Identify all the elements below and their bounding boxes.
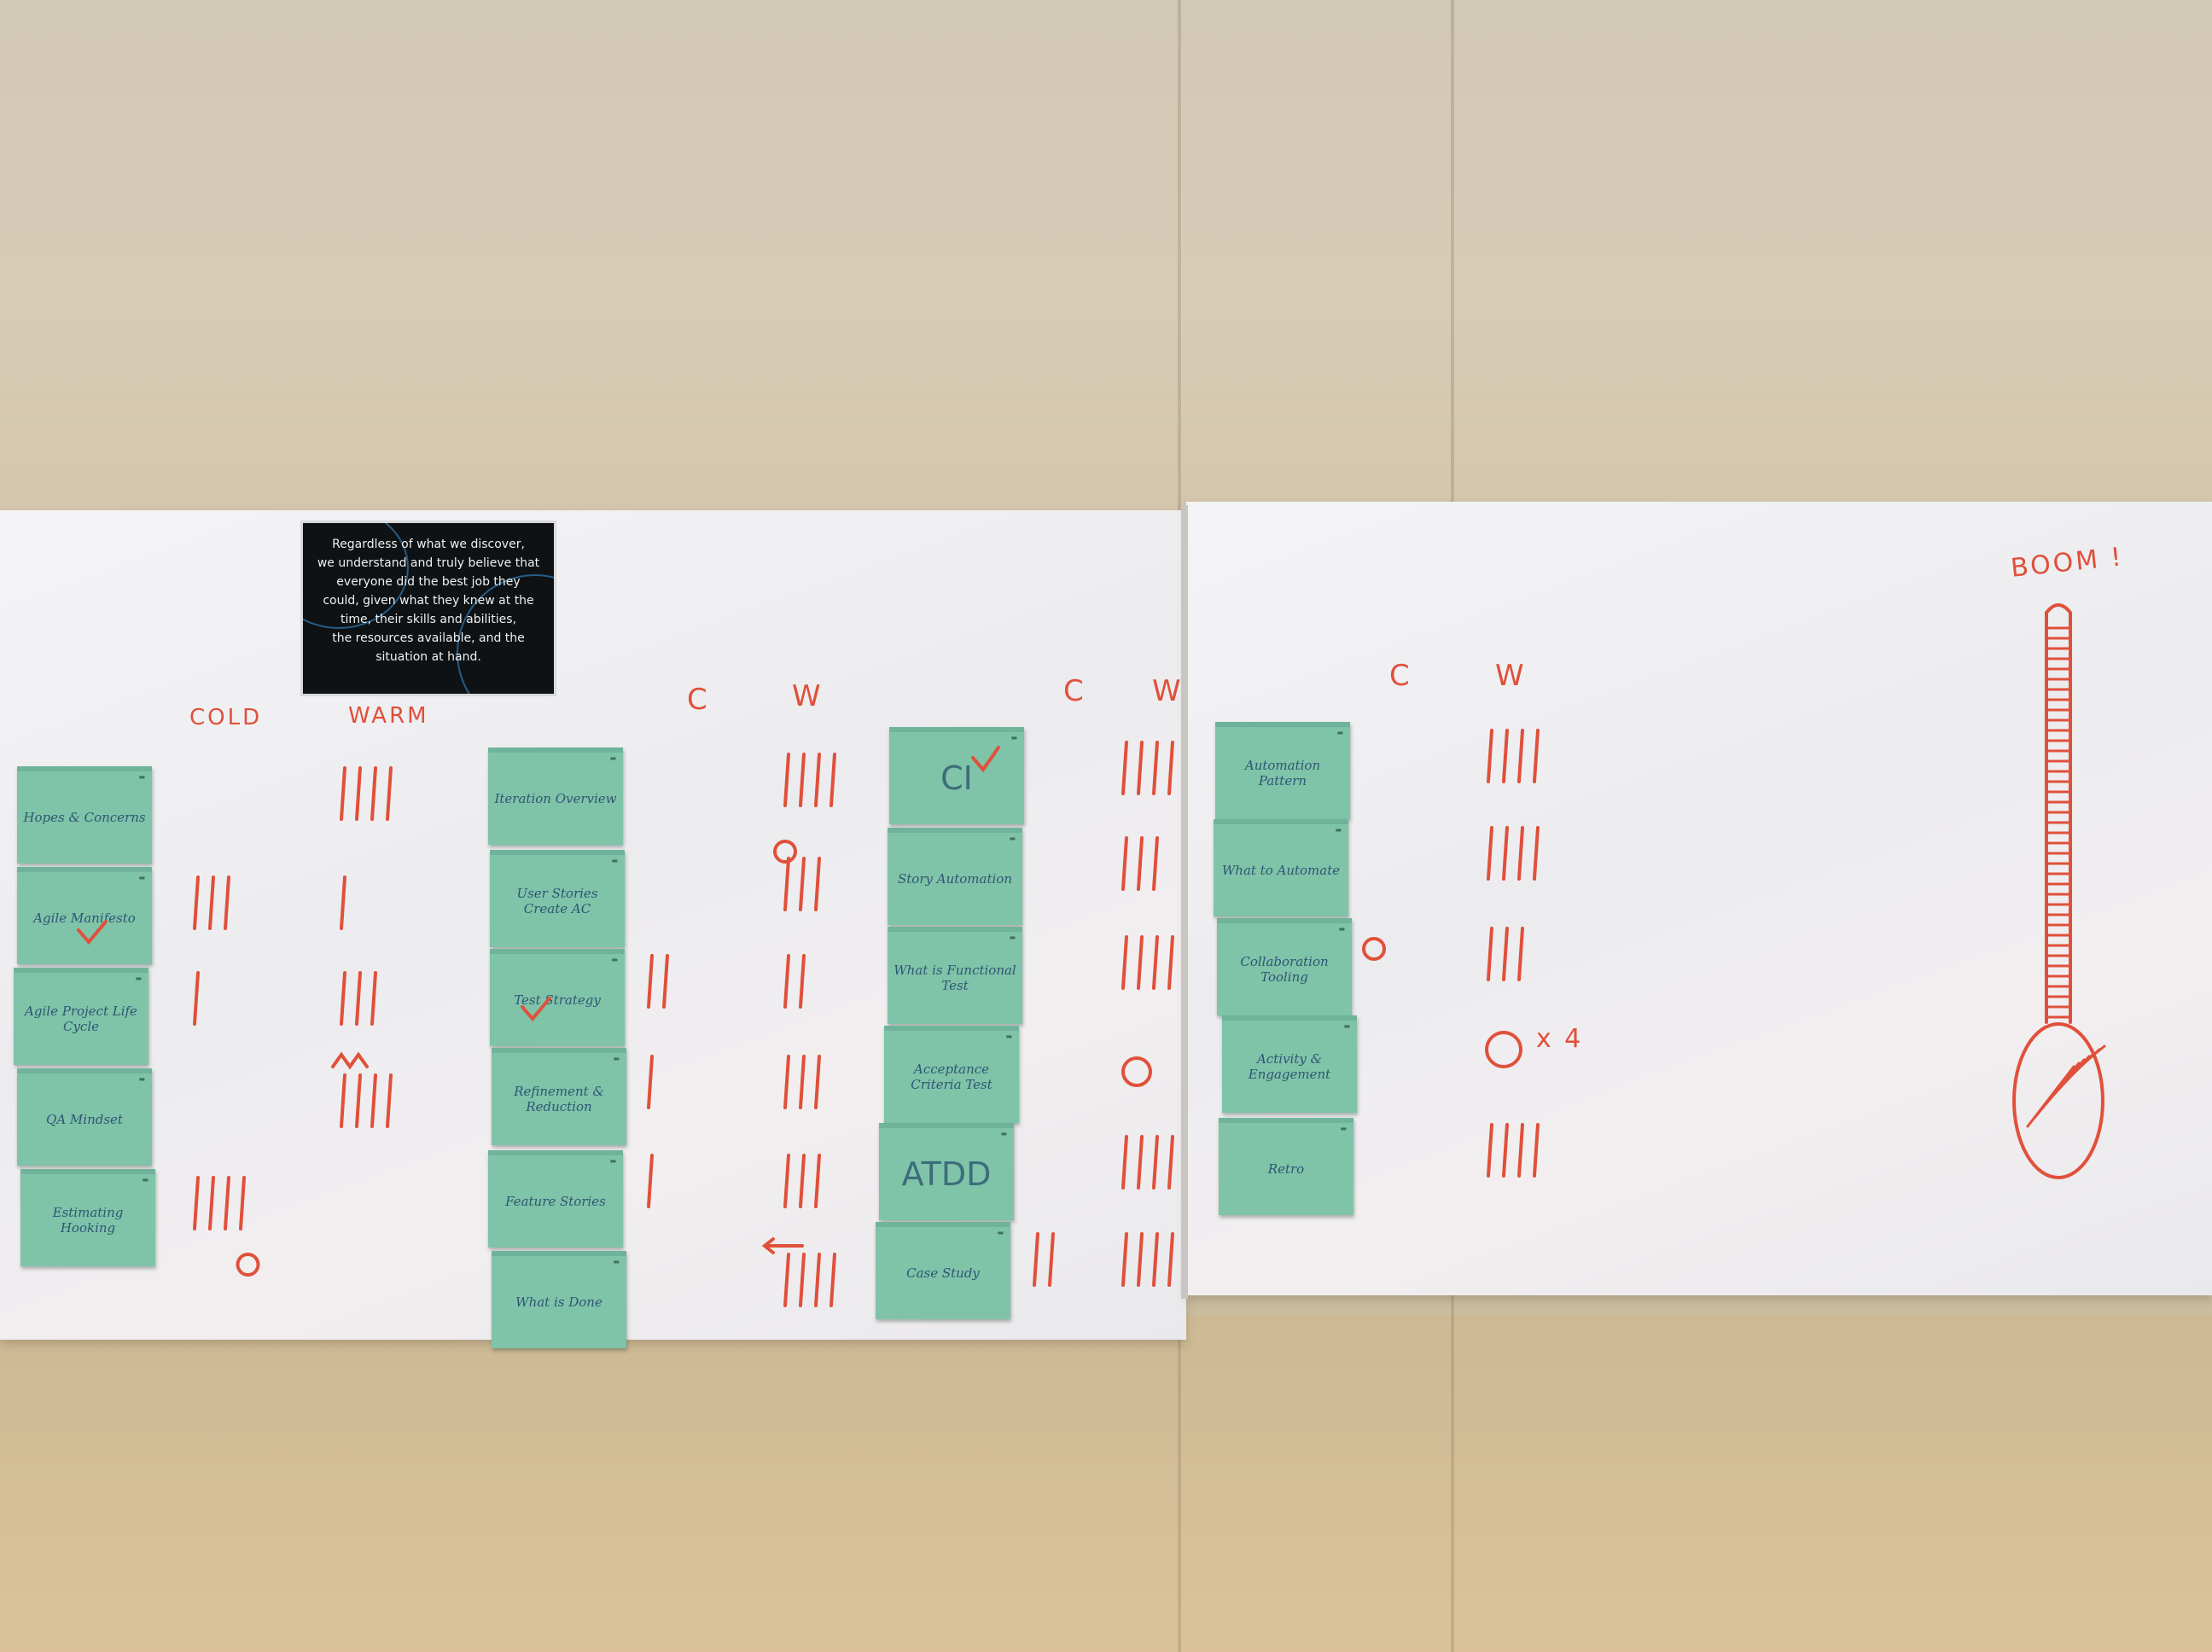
header-cold: C (1389, 659, 1412, 693)
card-label: User Stories Create AC (516, 886, 598, 916)
card-label: What is Functional Test (894, 963, 1016, 993)
sticky-card: ▬ ATDD (879, 1123, 1014, 1220)
sticky-card: ▬ Test Strategy (490, 949, 625, 1046)
card-brand-mark: ▬ (138, 773, 145, 781)
sticky-card: ▬ Agile Project Life Cycle (14, 968, 148, 1065)
card-label: Iteration Overview (494, 791, 617, 806)
card-brand-mark: ▬ (611, 956, 618, 963)
card-brand-mark: ▬ (1010, 734, 1017, 742)
sticky-card: ▬ User Stories Create AC (490, 850, 625, 947)
card-brand-mark: ▬ (138, 874, 145, 881)
card-brand-mark: ▬ (1335, 826, 1342, 834)
card-label: What is Done (515, 1294, 602, 1310)
card-label: Feature Stories (505, 1194, 606, 1209)
card-label: Automation Pattern (1244, 758, 1321, 788)
sticky-card: ▬ Case Study (876, 1222, 1010, 1319)
poster-line: we understand and truly believe that (317, 556, 540, 570)
poster-line: time, their skills and abilities, (340, 613, 517, 626)
card-label: Activity & Engagement (1248, 1051, 1331, 1082)
sticky-card: ▬ Collaboration Tooling (1217, 918, 1352, 1015)
card-brand-mark: ▬ (1336, 729, 1343, 736)
header-warm: WARM (348, 703, 429, 729)
wall-upper (0, 0, 2212, 521)
sticky-card: ▬ Iteration Overview (488, 747, 623, 845)
header-warm: W (792, 679, 824, 713)
sticky-card: ▬ QA Mindset (17, 1068, 152, 1166)
card-brand-mark: ▬ (611, 857, 618, 864)
times-four-note: x 4 (1536, 1024, 1584, 1054)
card-brand-mark: ▬ (1005, 1032, 1012, 1040)
card-brand-mark: ▬ (1000, 1130, 1007, 1137)
card-label: Agile Manifesto (33, 910, 136, 926)
card-brand-mark: ▬ (135, 974, 142, 982)
sticky-card: ▬ CI (889, 727, 1024, 824)
card-brand-mark: ▬ (1338, 925, 1345, 933)
wall-lower (0, 1314, 2212, 1652)
sticky-card: ▬ What to Automate (1214, 819, 1348, 916)
whiteboard-gap (1181, 505, 1188, 1299)
card-label: Agile Project Life Cycle (25, 1003, 137, 1034)
card-label: Case Study (906, 1265, 980, 1281)
card-label: Acceptance Criteria Test (911, 1062, 992, 1092)
sticky-card: ▬ Estimating Hooking (20, 1169, 155, 1266)
card-label: Estimating Hooking (52, 1205, 124, 1236)
header-cold: COLD (189, 705, 263, 730)
card-label: Hopes & Concerns (23, 810, 146, 825)
card-label: Story Automation (898, 871, 1012, 887)
card-label: CI (940, 759, 973, 797)
card-label: QA Mindset (46, 1112, 123, 1127)
card-label: Collaboration Tooling (1240, 954, 1329, 985)
card-brand-mark: ▬ (609, 754, 616, 762)
retrospective-prime-directive-poster: Regardless of what we discover, we under… (300, 521, 556, 696)
header-cold: C (687, 683, 710, 717)
sticky-card: ▬ Hopes & Concerns (17, 766, 152, 864)
sticky-card: ▬ Retro (1219, 1118, 1353, 1215)
card-label: Test Strategy (514, 992, 601, 1008)
card-brand-mark: ▬ (609, 1157, 616, 1165)
sticky-card: ▬ Agile Manifesto (17, 867, 152, 964)
card-label: What to Automate (1221, 863, 1341, 878)
sticky-card: ▬ Feature Stories (488, 1150, 623, 1248)
card-brand-mark: ▬ (1343, 1022, 1350, 1030)
header-cold: C (1063, 674, 1086, 708)
card-brand-mark: ▬ (613, 1055, 620, 1062)
card-brand-mark: ▬ (142, 1176, 148, 1184)
card-brand-mark: ▬ (138, 1075, 145, 1083)
header-warm: W (1495, 659, 1527, 693)
card-brand-mark: ▬ (1009, 934, 1016, 941)
poster-line: situation at hand. (375, 650, 481, 664)
sticky-card: ▬ Activity & Engagement (1222, 1015, 1357, 1113)
poster-line: Regardless of what we discover, (332, 538, 525, 551)
card-brand-mark: ▬ (997, 1229, 1004, 1236)
header-warm: W (1152, 674, 1184, 708)
card-brand-mark: ▬ (613, 1258, 620, 1265)
sticky-card: ▬ Story Automation (888, 828, 1022, 925)
sticky-card: ▬ Refinement & Reduction (492, 1048, 626, 1145)
card-label: ATDD (901, 1155, 992, 1193)
sticky-card: ▬ Automation Pattern (1215, 722, 1350, 819)
poster-line: everyone did the best job they (336, 575, 521, 589)
card-brand-mark: ▬ (1009, 835, 1016, 842)
card-brand-mark: ▬ (1340, 1125, 1347, 1132)
poster-line: the resources available, and the (332, 631, 525, 645)
sticky-card: ▬ What is Done (492, 1251, 626, 1348)
poster-line: could, given what they knew at the (323, 594, 534, 608)
sticky-card: ▬ What is Functional Test (888, 927, 1022, 1024)
card-label: Refinement & Reduction (514, 1084, 604, 1114)
card-label: Retro (1267, 1161, 1305, 1177)
sticky-card: ▬ Acceptance Criteria Test (884, 1026, 1019, 1123)
